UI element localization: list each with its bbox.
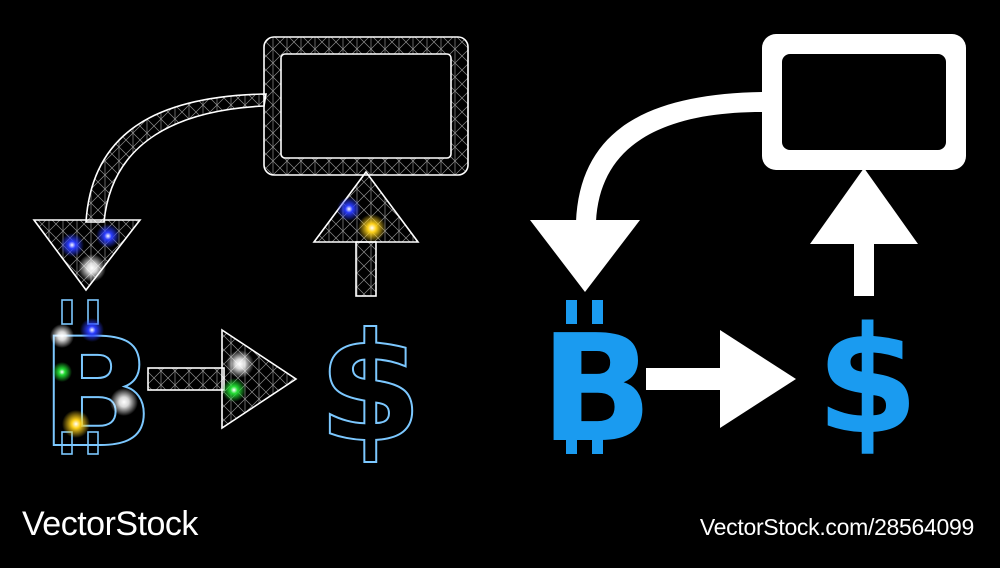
flat-up-arrow-icon (810, 168, 918, 296)
flat-icon: B $ (530, 34, 966, 475)
mesh-right-arrow-icon (147, 328, 298, 430)
mesh-up-arrow-icon (312, 170, 420, 297)
vectorstock-logo: VectorStock (22, 505, 198, 543)
light-flares (50, 197, 386, 438)
mesh-frame-icon (263, 36, 469, 176)
flat-frame-icon (762, 34, 966, 170)
mesh-icon: B $ (32, 36, 469, 482)
mesh-curved-arrow-icon (32, 93, 267, 292)
stock-image-id: VectorStock.com/28564099 (699, 514, 974, 540)
flat-right-arrow-icon (646, 330, 796, 428)
mesh-dollar-icon: $ (318, 302, 422, 476)
flat-curved-arrow-icon (530, 92, 762, 292)
flat-dollar-icon: $ (816, 295, 919, 467)
